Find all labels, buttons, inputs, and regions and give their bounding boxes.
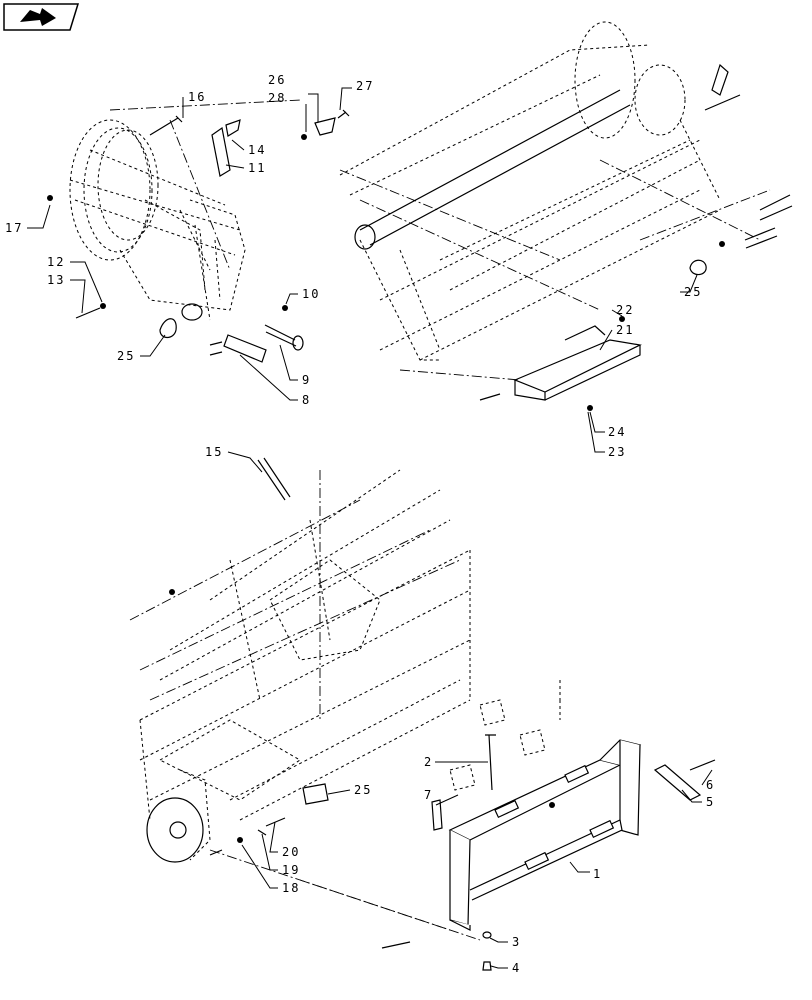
callout-10: 10 <box>302 287 320 301</box>
part-5-bracket <box>653 764 702 801</box>
part-3-washer <box>482 931 492 939</box>
callout-12: 12 <box>47 255 65 269</box>
part-25-plate <box>302 783 329 805</box>
callout-15: 15 <box>205 445 223 459</box>
part-11-pin <box>225 119 241 137</box>
part-28-nut <box>301 134 307 140</box>
part-22-nut <box>619 316 625 322</box>
callout-3: 3 <box>512 935 521 949</box>
right-plate-top <box>711 63 729 96</box>
part-17-nut <box>47 195 53 201</box>
callout-1: 1 <box>593 867 602 881</box>
callout-20: 20 <box>282 845 300 859</box>
part-16-bolt <box>149 115 183 136</box>
left-reel-end-assembly <box>69 99 301 321</box>
part-25-pin-left <box>159 318 177 339</box>
callout-19: 19 <box>282 863 300 877</box>
right-bolt-top <box>704 94 741 111</box>
part-8-shield <box>223 334 267 363</box>
part-6-bolt <box>689 759 716 771</box>
part-2-bolt <box>485 734 496 791</box>
callout-6: 6 <box>706 778 715 792</box>
part-7-plate <box>431 799 443 831</box>
callout-13: 13 <box>47 273 65 287</box>
book-arrow-icon[interactable] <box>3 3 80 31</box>
callout-2: 2 <box>424 755 433 769</box>
callout-16: 16 <box>188 90 206 104</box>
part-14-plate <box>211 126 231 177</box>
callout-11: 11 <box>248 161 266 175</box>
right-spring-upper <box>759 194 793 221</box>
callout-labels: 1 2 3 4 5 6 7 8 9 10 11 12 13 14 15 16 1… <box>5 73 715 975</box>
part-25-pin-right <box>689 259 707 276</box>
part-27-bolt <box>337 109 350 119</box>
callout-21: 21 <box>616 323 634 337</box>
callout-7: 7 <box>424 788 433 802</box>
part-9-spring <box>264 324 297 347</box>
header-frame-assembly <box>129 469 481 941</box>
callout-25-right: 25 <box>684 285 702 299</box>
callout-17: 17 <box>5 221 23 235</box>
callout-27: 27 <box>356 79 374 93</box>
callout-28: 28 <box>268 91 286 105</box>
callout-22: 22 <box>616 303 634 317</box>
part-18-nut <box>237 837 243 843</box>
part-15-handle <box>257 457 291 501</box>
part-26-bracket <box>314 117 336 136</box>
part-24-washer <box>587 405 593 411</box>
callout-24: 24 <box>608 425 626 439</box>
callout-25-left: 25 <box>117 349 135 363</box>
callout-23: 23 <box>608 445 626 459</box>
part-4-nut <box>482 961 492 971</box>
part-12-nut <box>100 303 106 309</box>
callout-8: 8 <box>302 393 311 407</box>
right-spring-lower <box>744 227 778 249</box>
callout-9: 9 <box>302 373 311 387</box>
part-19-washer <box>257 829 267 836</box>
callout-4: 4 <box>512 961 521 975</box>
callout-5: 5 <box>706 795 715 809</box>
callout-14: 14 <box>248 143 266 157</box>
part-10-nut <box>282 305 288 311</box>
part-1-stand <box>448 739 642 931</box>
callout-26: 26 <box>268 73 286 87</box>
part-13-bolt <box>75 307 101 319</box>
part-20-bolt <box>265 817 286 827</box>
right-reel-frame-assembly <box>339 21 771 381</box>
callout-18: 18 <box>282 881 300 895</box>
leader-lines <box>27 87 713 969</box>
drive-cover <box>146 797 204 863</box>
callout-25-bottom: 25 <box>354 783 372 797</box>
